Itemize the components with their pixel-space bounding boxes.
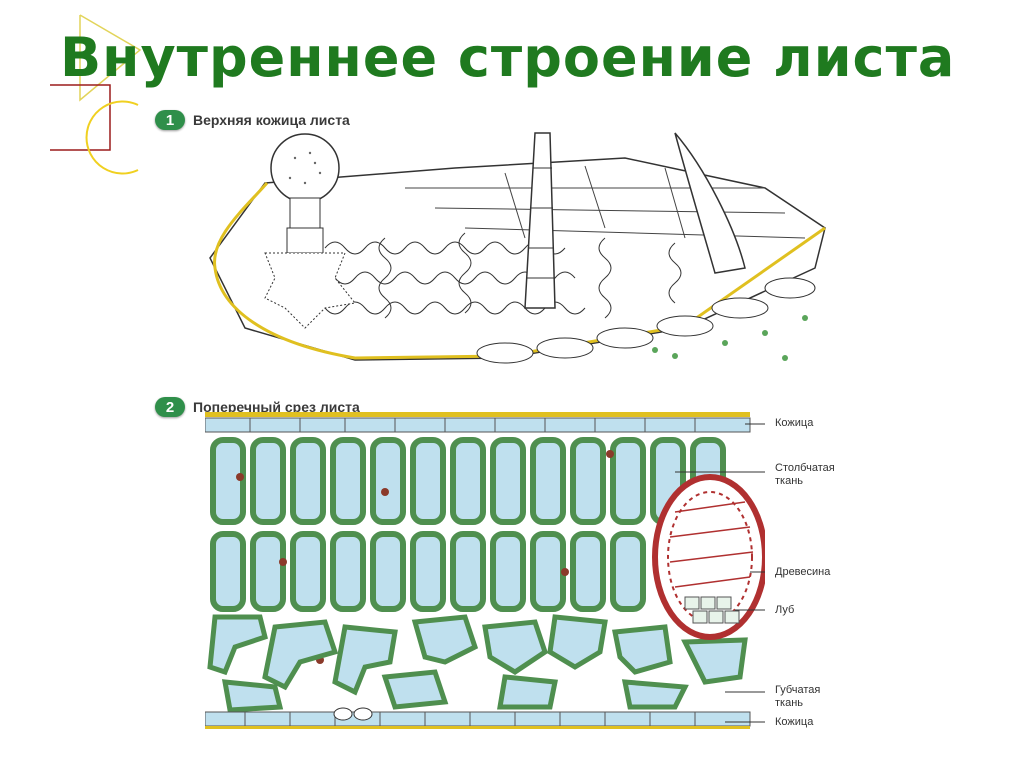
upper-epidermis-cells (205, 417, 751, 433)
label-spongy-tissue: Губчатая ткань (775, 684, 820, 710)
corner-decoration (50, 14, 142, 175)
label-spongy-line1: Губчатая (775, 684, 821, 696)
upper-epidermis-drawing (209, 132, 826, 364)
slide-title: Внутреннее строение листа (60, 26, 956, 89)
panel-1-caption: Верхняя кожица листа (193, 112, 350, 128)
panel-1-label: 1 Верхняя кожица листа (155, 110, 350, 130)
stoma-icon (333, 707, 373, 721)
label-upper-epidermis: Кожица (775, 417, 814, 429)
panel-2-badge: 2 (155, 397, 185, 417)
vascular-bundle (652, 474, 765, 640)
panel-2-caption: Поперечный срез листа (193, 399, 360, 415)
label-xylem: Древесина (775, 566, 831, 578)
leaf-cross-section-drawing (205, 412, 765, 729)
label-phloem: Луб (775, 604, 795, 616)
panel-1-badge: 1 (155, 110, 185, 130)
label-spongy-line2: ткань (775, 697, 804, 709)
label-lower-epidermis: Кожица (775, 716, 814, 728)
label-palisade-tissue: Столбчатая ткань (775, 462, 835, 488)
label-palisade-line1: Столбчатая (775, 462, 835, 474)
label-palisade-line2: ткань (775, 475, 804, 487)
panel-2-label: 2 Поперечный срез листа (155, 397, 360, 417)
